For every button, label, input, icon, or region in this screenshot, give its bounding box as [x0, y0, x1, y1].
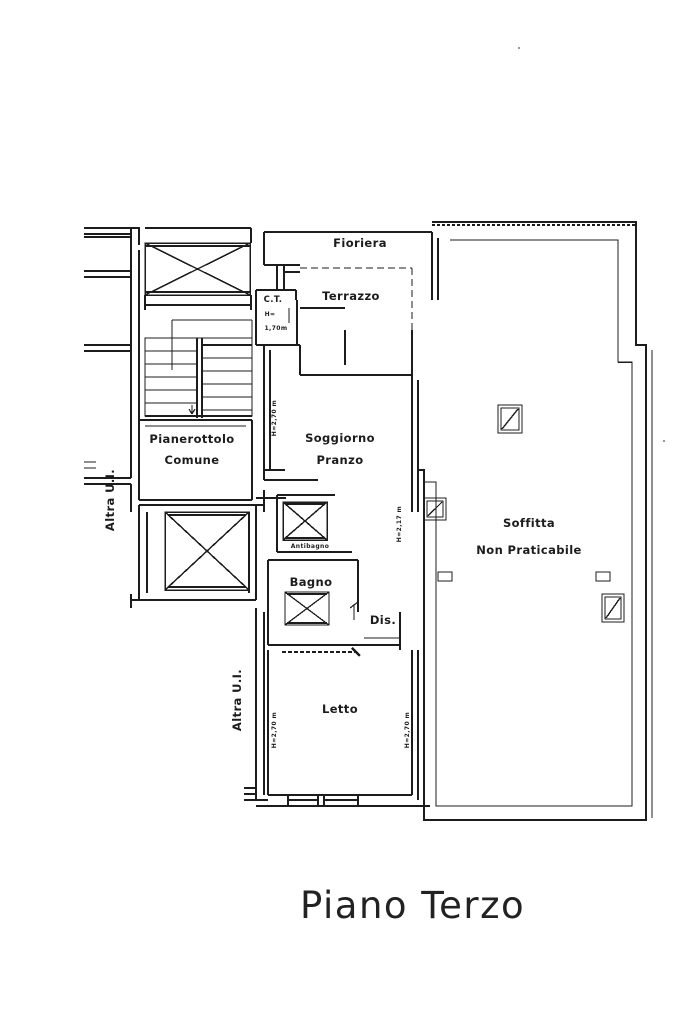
window-soffitta-left — [423, 497, 447, 521]
room-label-pianerottolo: Pianerottolo — [149, 432, 235, 446]
dimension-letto-left-height: H=2,70 m — [271, 711, 278, 749]
label-altra-ui-left: Altra U.I. — [103, 468, 117, 532]
dimension-letto-right-height: H=2,70 m — [404, 711, 411, 749]
exterior-tick-marks — [84, 461, 96, 469]
ct-room-walls — [255, 264, 300, 346]
letto-left-exterior-marks — [244, 787, 256, 801]
soggiorno-walls — [263, 345, 419, 512]
room-label-pranzo: Pranzo — [316, 453, 364, 467]
terrazzo-interior-lines — [300, 307, 346, 365]
void-box-lower-frame — [130, 504, 257, 608]
room-label-bagno: Bagno — [289, 575, 333, 589]
antibagno-walls — [276, 494, 352, 553]
soggiorno-lower-wall — [256, 490, 286, 512]
bagno-door-swing — [349, 601, 359, 620]
fioriera-walls — [263, 231, 439, 300]
left-wall-jog-lower — [84, 344, 140, 500]
ct-height-prefix: H= — [264, 311, 276, 318]
room-label-soffitta-non-praticabile: Non Praticabile — [476, 543, 582, 557]
skylight-upper — [497, 404, 523, 434]
dimension-soggiorno-height: H=2,70 m — [271, 399, 278, 437]
soffitta-outer-wall — [418, 221, 647, 821]
letto-threshold — [282, 647, 361, 657]
dimension-soffitta-height: H=2,17 m — [396, 505, 403, 543]
left-main-wall — [130, 228, 140, 345]
room-label-letto: Letto — [321, 702, 359, 716]
room-label-pianerottolo-comune: Comune — [164, 453, 220, 467]
room-label-ct: C.T. — [263, 295, 283, 305]
window-soffitta-right — [601, 593, 625, 623]
scan-speck — [518, 47, 520, 49]
letto-walls — [255, 608, 430, 807]
void-box-lower — [164, 511, 250, 591]
opening-soffitta-right — [595, 571, 611, 582]
terrazzo-lower-walls — [299, 330, 413, 376]
room-label-dis: Dis. — [369, 613, 397, 627]
label-altra-ui-middle: Altra U.I. — [230, 668, 244, 732]
room-label-soggiorno: Soggiorno — [305, 431, 375, 445]
void-box-upper — [144, 242, 251, 296]
page-title: Piano Terzo — [300, 884, 526, 927]
soffitta-inner-wall — [424, 239, 633, 807]
terrazzo-dashed-boundary — [300, 267, 413, 330]
left-wall-notch-mid — [84, 425, 132, 512]
letto-bottom-openings — [287, 795, 359, 806]
staircase — [144, 319, 253, 418]
void-box-upper-frame — [144, 227, 252, 310]
dis-corridor-walls — [360, 612, 401, 650]
ct-height-value: 1,70m — [264, 325, 288, 332]
soffitta-step-detail — [618, 344, 646, 363]
room-label-soffitta: Soffitta — [502, 516, 556, 530]
room-label-terrazzo: Terrazzo — [322, 289, 380, 303]
left-wall-jog-upper — [84, 270, 131, 278]
pianerottolo-walls — [139, 419, 253, 501]
room-label-antibagno: Antibagno — [290, 543, 330, 550]
bagno-fixture — [284, 591, 330, 626]
antibagno-box — [282, 501, 328, 541]
room-label-fioriera: Fioriera — [333, 236, 387, 250]
scan-speck — [663, 440, 665, 442]
bagno-walls — [267, 559, 360, 646]
opening-soffitta-left — [437, 571, 453, 582]
